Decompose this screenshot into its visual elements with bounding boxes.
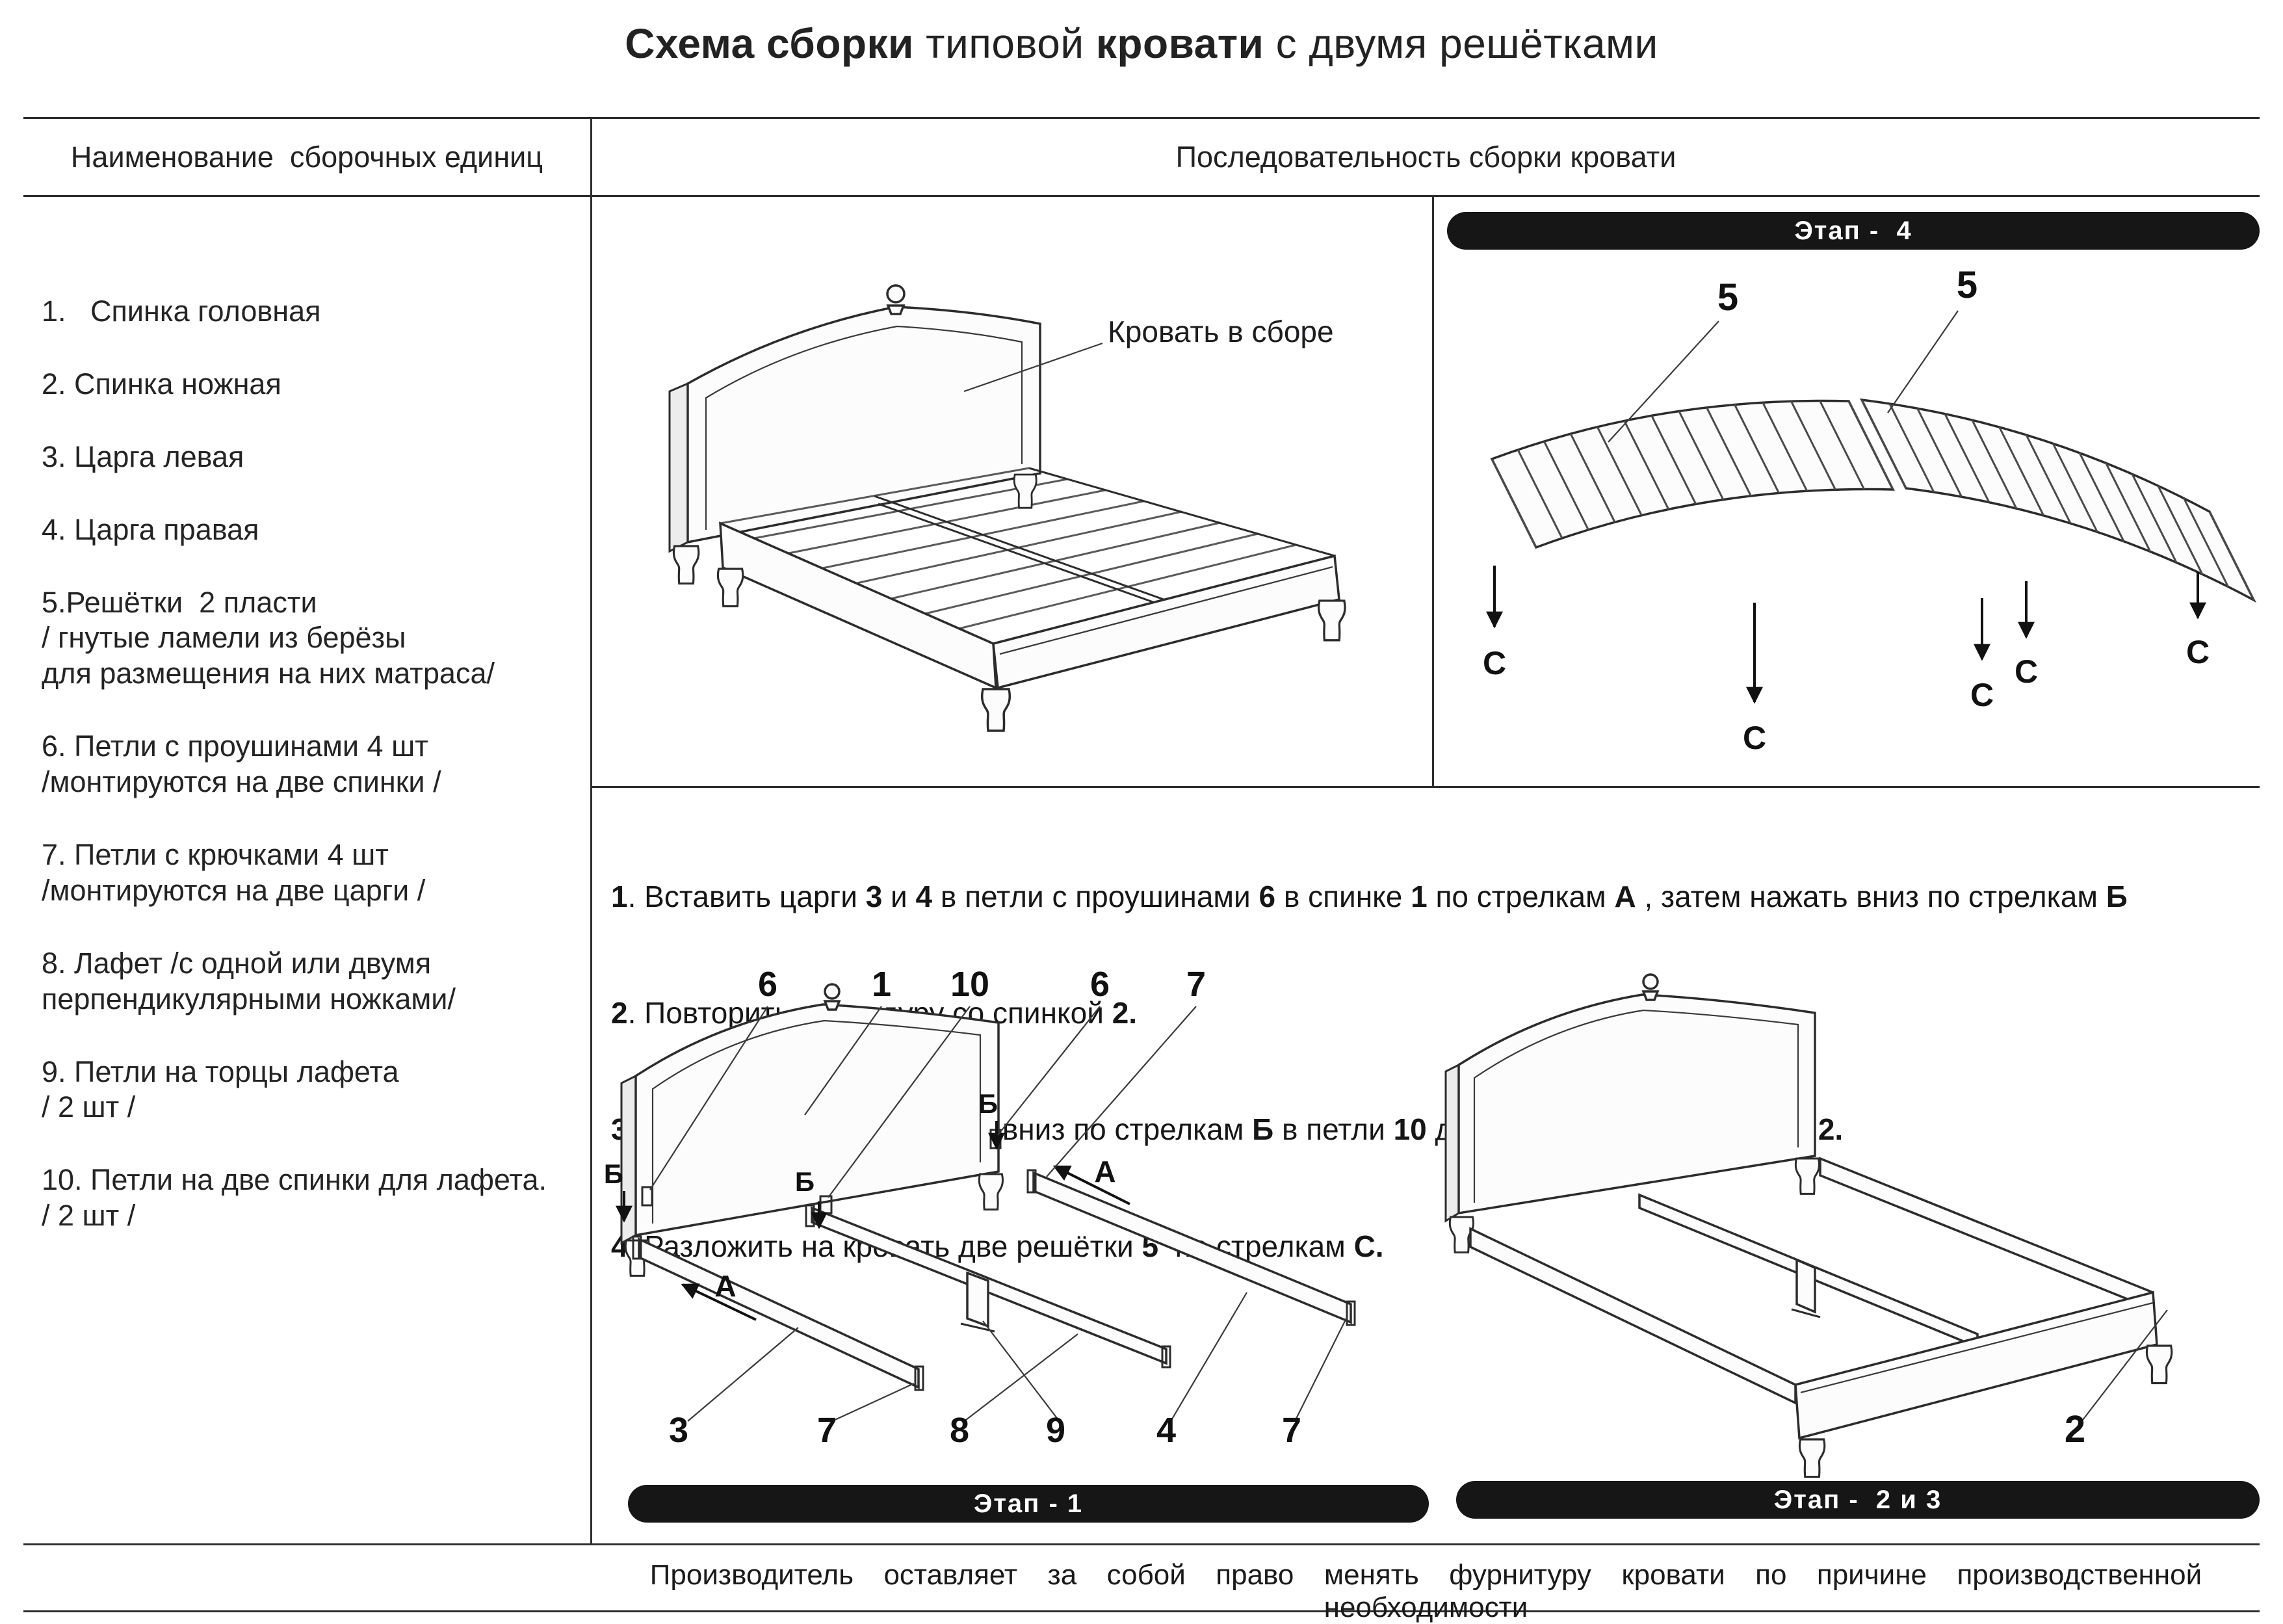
stage23-drawing: 2 (1444, 973, 2173, 1478)
assembled-bed-drawing: Кровать в сборе (668, 284, 1346, 732)
stage1-drawing: 6 1 10 6 7 Б Б Б А А 3 7 8 9 4 7 (604, 965, 1356, 1450)
section-divider-horizontal (590, 786, 2260, 788)
parts-list-item: 7. Петли с крючками 4 шт /монтируются на… (42, 838, 426, 907)
stage23-banner: Этап - 2 и 3 (1456, 1481, 2260, 1519)
label-part5: 5 (1717, 276, 1738, 319)
column-divider (590, 117, 592, 1545)
stage1-banner: Этап - 1 (628, 1485, 1429, 1523)
label-10: 10 (950, 965, 989, 1004)
arrows-c (1486, 566, 2206, 704)
label-8: 8 (950, 1411, 969, 1450)
stage4-drawing: 5 5 С С С С С (1483, 264, 2257, 756)
page-bottomline (23, 1610, 2260, 1612)
label-9: 9 (1046, 1411, 1065, 1450)
lattice-left (1490, 399, 1895, 549)
parts-list-item: 5.Решётки 2 пласти / гнутые ламели из бе… (42, 585, 495, 690)
sequence-column-header: Последовательность сборки кровати (1175, 140, 1676, 174)
label-arrow-c: С (2186, 634, 2210, 670)
side-rail-right (1026, 1169, 1356, 1326)
leader-lines (649, 1006, 1348, 1422)
stage23-labels: 2 (2065, 1309, 2168, 1450)
label-arrow-b: Б (795, 1166, 815, 1197)
assembled-caption: Кровать в сборе (1108, 315, 1334, 348)
headboard (668, 284, 1041, 553)
label-arrow-a: А (714, 1269, 736, 1303)
parts-list-item: 3. Царга левая (42, 439, 244, 473)
direction-arrows (616, 1121, 1130, 1321)
label-4: 4 (1156, 1411, 1176, 1450)
label-arrow-c: С (2015, 653, 2038, 690)
label-2: 2 (2065, 1408, 2085, 1450)
section-divider-vertical (1432, 195, 1434, 786)
parts-list: 1. Спинка головная 2. Спинка ножная 3. Ц… (42, 294, 584, 1234)
footer-note: Производитель оставляет за собой право м… (649, 1559, 2232, 1623)
label-1: 1 (872, 965, 891, 1004)
parts-list-item: 9. Петли на торцы лафета / 2 шт / (42, 1054, 399, 1124)
label-6: 6 (758, 965, 777, 1004)
label-part5: 5 (1957, 264, 1977, 306)
label-6: 6 (1090, 965, 1110, 1004)
label-7: 7 (1186, 965, 1206, 1004)
parts-list-item: 4. Царга правая (42, 512, 259, 546)
label-3: 3 (669, 1411, 688, 1450)
label-arrow-c: С (1483, 645, 1506, 681)
side-rails (1469, 1157, 2154, 1405)
label-7: 7 (1282, 1411, 1301, 1450)
lattice-right-slats (1860, 399, 2255, 601)
label-7: 7 (817, 1411, 837, 1450)
headboard-panel (1444, 973, 1821, 1253)
platform-frame (719, 467, 1340, 690)
side-rail-left (632, 1235, 924, 1391)
title-underline (23, 117, 2260, 119)
label-arrow-c: С (1743, 720, 1766, 756)
page-title: Схема сборки типовой кровати с двумя реш… (625, 20, 1658, 67)
label-arrow-b: Б (604, 1159, 623, 1189)
footer-topline (23, 1543, 2260, 1545)
headboard-panel (620, 983, 1004, 1277)
parts-column-header: Наименование сборочных единиц (70, 140, 543, 174)
label-arrow-b: Б (978, 1088, 998, 1119)
label-arrow-c: С (1970, 677, 1994, 713)
lafet-beam (805, 1204, 1171, 1369)
assembled-caption-group: Кровать в сборе (963, 315, 1334, 393)
instruction-step-1: 1. Вставить царги 3 и 4 в петли с проуши… (611, 879, 2128, 913)
header-underline (23, 195, 2260, 197)
parts-list-item: 6. Петли с проушинами 4 шт /монтируются … (42, 729, 441, 799)
parts-list-item: 2. Спинка ножная (42, 367, 281, 400)
label-arrow-a: А (1094, 1155, 1115, 1188)
lattice-left-slats (1491, 400, 1894, 548)
parts-list-item: 8. Лафет /с одной или двумя перпендикуля… (42, 946, 456, 1015)
parts-list-item: 10. Петли на две спинки для лафета. / 2 … (42, 1163, 547, 1233)
stage4-banner: Этап - 4 (1447, 212, 2260, 250)
footboard (1794, 1290, 2173, 1478)
parts-list-item: 1. Спинка головная (42, 295, 321, 328)
stage1-labels: 6 1 10 6 7 Б Б Б А А 3 7 8 9 4 7 (604, 965, 1301, 1450)
stage4-labels: 5 5 С С С С С (1483, 264, 2210, 756)
